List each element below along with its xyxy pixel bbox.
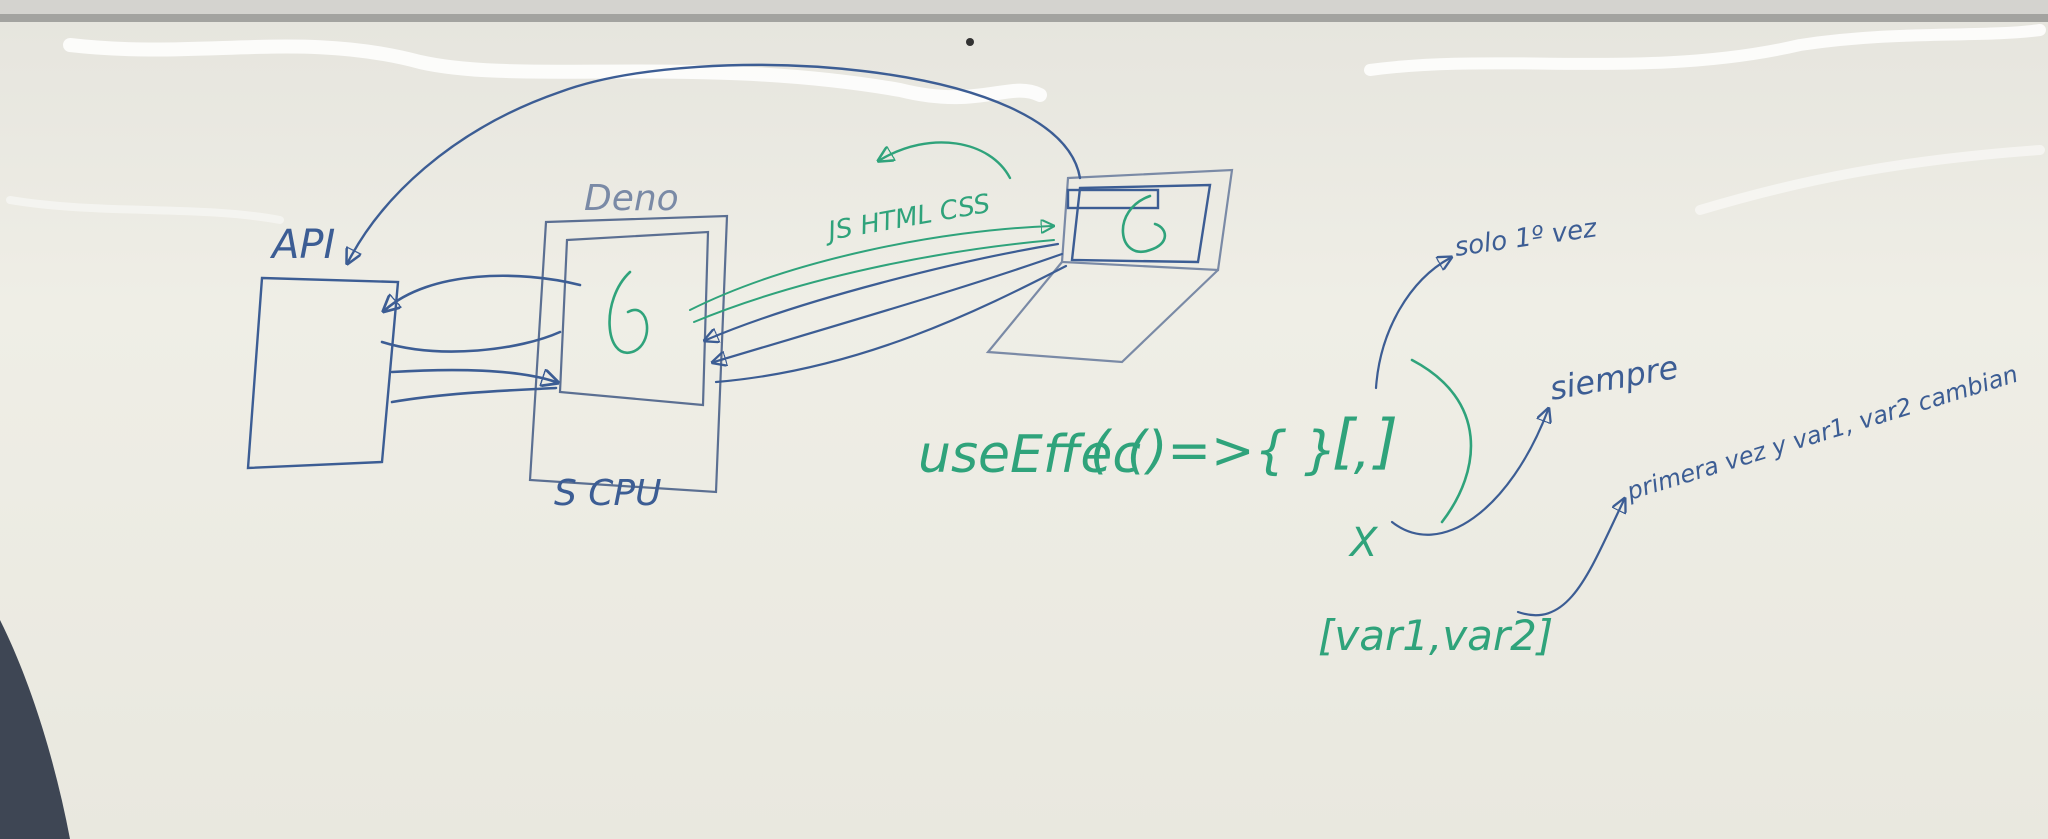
laptop-to-deno-arrows xyxy=(706,242,1068,384)
api-server-box xyxy=(246,276,400,470)
api-deno-arrows xyxy=(382,274,582,404)
cpu-label: S CPU xyxy=(554,473,662,514)
deno-server-box xyxy=(528,214,729,494)
board-magnet-dot xyxy=(966,38,974,46)
annotation-arrows xyxy=(1374,258,1624,617)
laptop-loop-icon xyxy=(1121,194,1167,254)
whiteboard-frame xyxy=(0,14,2048,22)
whiteboard-surface xyxy=(0,18,2048,839)
laptop-to-api-arrow xyxy=(348,63,1082,262)
light-glare xyxy=(1695,145,2045,215)
closing-paren xyxy=(1410,358,1473,524)
light-glare xyxy=(6,196,284,224)
api-label: API xyxy=(269,222,335,268)
deno-label: Deno xyxy=(584,178,679,219)
laptop-screen xyxy=(1066,183,1212,264)
use-effect-text: useEffec xyxy=(918,425,1141,485)
deps-array-text: [var1,var2] xyxy=(1318,611,1553,660)
no-deps-x: X xyxy=(1348,520,1379,566)
use-effect-args: ( ()=>{ } , xyxy=(1090,421,1370,481)
empty-deps-brackets: [ ] xyxy=(1332,407,1398,477)
laptop-drawing xyxy=(985,168,1234,364)
refresh-arrow xyxy=(880,141,1012,180)
deno-to-laptop-arrows xyxy=(689,226,1054,323)
person-shoulder xyxy=(0,620,70,839)
deno-loop-icon xyxy=(608,270,649,354)
light-glare xyxy=(1364,24,2046,76)
light-glare xyxy=(63,38,1047,105)
